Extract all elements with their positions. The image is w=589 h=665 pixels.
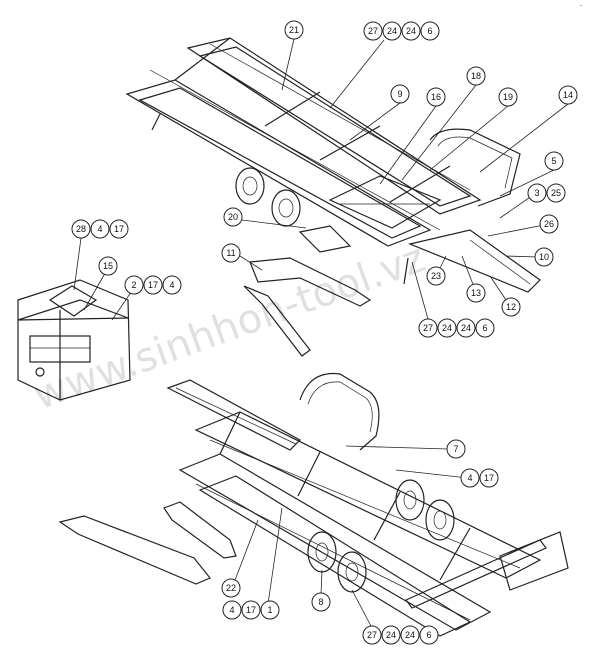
callout-9: 9 (390, 84, 410, 104)
callout-22: 22 (221, 578, 241, 598)
callout-24: 24 (456, 318, 476, 338)
callout-24: 24 (401, 21, 421, 41)
svg-text:17: 17 (484, 473, 494, 483)
callout-16: 16 (426, 87, 446, 107)
callout-10: 10 (534, 247, 554, 267)
svg-text:24: 24 (387, 26, 397, 36)
svg-text:17: 17 (246, 605, 256, 615)
svg-text:24: 24 (386, 630, 396, 640)
callout-18: 18 (466, 66, 486, 86)
svg-text:8: 8 (318, 597, 323, 607)
callout-4: 4 (222, 600, 242, 620)
hitch-detail-drawing (17, 279, 131, 401)
svg-text:24: 24 (406, 26, 416, 36)
svg-text:24: 24 (405, 630, 415, 640)
svg-text:14: 14 (563, 90, 573, 100)
svg-text:17: 17 (148, 280, 158, 290)
svg-text:17: 17 (114, 224, 124, 234)
svg-text:5: 5 (551, 156, 556, 166)
svg-text:18: 18 (471, 71, 481, 81)
callout-21: 21 (284, 20, 304, 40)
callout-11: 11 (221, 243, 241, 263)
svg-text:9: 9 (397, 89, 402, 99)
svg-text:6: 6 (427, 26, 432, 36)
callout-25: 25 (546, 183, 566, 203)
callout-17: 17 (479, 468, 499, 488)
svg-text:24: 24 (442, 323, 452, 333)
callout-4: 4 (162, 275, 182, 295)
callout-24: 24 (437, 318, 457, 338)
svg-text:3: 3 (534, 188, 539, 198)
svg-text:16: 16 (431, 92, 441, 102)
lower-trailer-drawing (58, 372, 569, 637)
svg-text:4: 4 (97, 224, 102, 234)
callout-6: 6 (419, 625, 439, 645)
svg-text:2: 2 (131, 280, 136, 290)
svg-text:27: 27 (423, 323, 433, 333)
svg-text:15: 15 (103, 261, 113, 271)
callout-5: 5 (544, 151, 564, 171)
callouts: 21 27 24 24 6 9 18 16 19 14 5 3 25 26 10… (71, 20, 578, 645)
svg-text:27: 27 (367, 630, 377, 640)
svg-text:7: 7 (453, 444, 458, 454)
callout-27: 27 (363, 21, 383, 41)
svg-text:6: 6 (426, 630, 431, 640)
callout-14: 14 (558, 85, 578, 105)
svg-text:22: 22 (226, 583, 236, 593)
svg-text:4: 4 (229, 605, 234, 615)
callout-3: 3 (527, 183, 547, 203)
callout-17: 17 (109, 219, 129, 239)
callout-26: 26 (539, 214, 559, 234)
svg-text:23: 23 (431, 271, 441, 281)
callout-19: 19 (498, 87, 518, 107)
corner-mark: ~ (578, 3, 583, 10)
svg-text:13: 13 (471, 288, 481, 298)
callout-27: 27 (362, 625, 382, 645)
callout-24: 24 (381, 625, 401, 645)
callout-1: 1 (260, 600, 280, 620)
svg-text:4: 4 (169, 280, 174, 290)
callout-20: 20 (223, 207, 243, 227)
svg-text:24: 24 (461, 323, 471, 333)
svg-text:12: 12 (506, 302, 516, 312)
svg-text:25: 25 (551, 188, 561, 198)
svg-text:4: 4 (467, 473, 472, 483)
svg-text:26: 26 (544, 219, 554, 229)
callout-27: 27 (418, 318, 438, 338)
callout-15: 15 (98, 256, 118, 276)
callout-17: 17 (143, 275, 163, 295)
callout-17: 17 (241, 600, 261, 620)
callout-8: 8 (311, 592, 331, 612)
svg-text:20: 20 (228, 212, 238, 222)
svg-text:1: 1 (267, 605, 272, 615)
callout-28: 28 (71, 219, 91, 239)
callout-4: 4 (90, 219, 110, 239)
callout-12: 12 (501, 297, 521, 317)
svg-text:10: 10 (539, 252, 549, 262)
svg-text:21: 21 (289, 25, 299, 35)
svg-text:19: 19 (503, 92, 513, 102)
callout-6: 6 (475, 318, 495, 338)
callout-23: 23 (426, 266, 446, 286)
callout-7: 7 (446, 439, 466, 459)
svg-text:27: 27 (368, 26, 378, 36)
svg-text:28: 28 (76, 224, 86, 234)
callout-6: 6 (420, 21, 440, 41)
svg-text:6: 6 (482, 323, 487, 333)
upper-trailer-drawing (125, 37, 541, 357)
svg-text:11: 11 (226, 248, 235, 258)
callout-4: 4 (460, 468, 480, 488)
callout-2: 2 (124, 275, 144, 295)
callout-13: 13 (466, 283, 486, 303)
callout-24: 24 (400, 625, 420, 645)
callout-24: 24 (382, 21, 402, 41)
